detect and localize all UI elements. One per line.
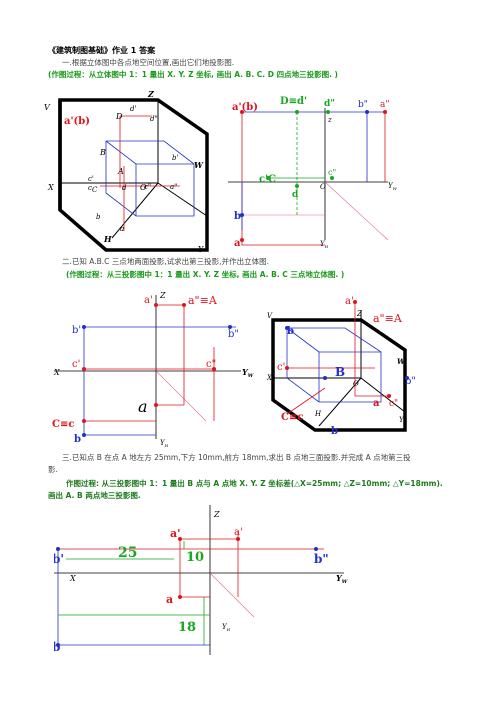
- f4-v-label: V: [267, 312, 273, 320]
- question-1-process: (作图过程：从立体图中 1：1 量出 X. Y. Z 坐标, 画出 A. B. …: [48, 70, 338, 79]
- f5-z-label: Z: [213, 510, 220, 519]
- f4-b-lower-label: b: [331, 426, 338, 437]
- f2-yh-label: YH: [320, 240, 329, 248]
- f1-a-double-prime-label: a": [170, 183, 177, 191]
- question-2-process: (作图过程：从三投影图中 1：1 量出 X. Y. Z 坐标, 画出 A. B.…: [66, 270, 345, 279]
- f5-dy-value: 18: [178, 620, 196, 635]
- f1-d-label: D: [115, 112, 123, 121]
- f2-z-label: z: [327, 116, 332, 124]
- f3-b-prime-label: b': [72, 325, 81, 336]
- f5-a-prime-label: a': [170, 527, 181, 540]
- f4-c-prime-label: c': [277, 362, 285, 373]
- f5-b-prime-label: b': [54, 552, 64, 566]
- f1-a-lower-label: a: [120, 225, 124, 233]
- f5-dx-value: 25: [118, 545, 137, 561]
- f4-y-label: Y: [399, 416, 405, 424]
- f4-a-prime-label: a': [345, 296, 354, 307]
- f3-b-double-prime-label: b": [228, 329, 239, 340]
- f4-z-label: Z: [356, 310, 362, 318]
- f3-yw-label: YW: [242, 367, 255, 379]
- question-3-process-line-2: 画出 A. B 两点地三投影图.: [48, 491, 141, 500]
- f5-yw-label: YW: [336, 573, 349, 585]
- f5-b-double-prime-label: b": [314, 552, 329, 566]
- f2-b-label: b: [234, 211, 241, 222]
- f4-a-label: a: [373, 398, 380, 409]
- f2-d-label: D≡d': [280, 96, 307, 107]
- figure-3-projection: a' Z a"≡A b' b" X c' c" YW a C≡c b YH: [52, 291, 255, 447]
- f3-z-label: Z: [159, 291, 166, 300]
- f2-c-double-prime-label: c": [328, 168, 336, 177]
- f1-w-label: W: [194, 160, 204, 170]
- f1-h-label: H: [103, 234, 112, 244]
- f5-dz-value: 10: [186, 550, 204, 565]
- f1-d-prime-label: d': [130, 105, 136, 113]
- f1-v-label: V: [44, 103, 51, 112]
- f4-a-double-prime-label: a"≡A: [373, 312, 403, 325]
- f2-a-label: a: [234, 238, 241, 248]
- f2-c-label: c'C: [259, 174, 276, 185]
- f1-d-double-prime-label: d": [150, 115, 158, 123]
- f5-a-label: a: [166, 593, 173, 606]
- f2-d-lower-label: d: [292, 190, 299, 200]
- f2-a-b-label: a'(b): [232, 102, 258, 113]
- f4-h-label: H: [314, 410, 322, 418]
- f3-c-prime-label: c': [72, 359, 80, 370]
- f3-a-prime-label: a': [144, 295, 153, 306]
- figure-4-pictorial: a' a"≡A V Z b X c' B O W b" a c" H C≡c Y…: [266, 296, 416, 437]
- f4-b-upper-label: B: [335, 365, 345, 379]
- f1-c-upper-label: C: [92, 186, 98, 194]
- f1-c-prime-label: c': [88, 175, 94, 183]
- f4-c-label: C≡c: [281, 412, 303, 423]
- f2-d-double-prime-label: d": [324, 99, 335, 109]
- f1-b-lower-label: b: [96, 213, 101, 221]
- f3-c-double-prime-label: c": [206, 359, 216, 370]
- f2-o-label: O: [320, 183, 326, 191]
- question-3-process-line-1: 作图过程: 从三投影图中 1：1 量出 B 点与 A 点地 X. Y. Z 坐标…: [66, 479, 443, 488]
- f1-x-label: X: [47, 183, 54, 192]
- figure-1-pictorial: V Z X Y H W O D d' d" B b' A d a" c' c C…: [44, 89, 209, 254]
- question-2-text: 二.已知 A.B.C 三点地两面投影,试求出第三投影,并作出立体图.: [62, 257, 269, 266]
- f1-z-label: Z: [147, 89, 155, 99]
- f1-a-b-label: a'(b): [64, 116, 90, 127]
- f3-b-label: b: [74, 434, 81, 445]
- question-1-text: 一.根据立体图中各点地空间位置,画出它们地投影图.: [62, 58, 235, 67]
- f4-c-double-prime-label: c": [389, 399, 398, 409]
- f2-b-double-prime-label: b": [358, 100, 368, 110]
- f1-a-upper-label: A: [117, 167, 124, 176]
- f4-o-label: O: [353, 380, 359, 388]
- f2-a-double-prime-label: a": [380, 100, 390, 110]
- f5-b-label: b: [54, 640, 60, 654]
- f4-x-label: X: [266, 374, 273, 382]
- question-3-text-line-2: 影.: [48, 465, 58, 474]
- f3-yh-label: YH: [160, 439, 169, 447]
- f5-a-double-prime-label: a': [234, 527, 243, 538]
- f2-yw-label: YW: [388, 182, 398, 191]
- f1-b-label: B: [99, 148, 106, 157]
- f3-x-label: X: [53, 368, 60, 377]
- figure-5-projection: Z a' a' b' b" X YW a YH b 25 10 18: [54, 505, 349, 655]
- f1-d-lower-label: d: [122, 184, 127, 192]
- f4-b-double-prime-label: b": [405, 376, 416, 387]
- f5-yh-label: YH: [222, 623, 231, 632]
- f5-x-label: X: [69, 574, 76, 583]
- f1-c-double-prime-label: c": [144, 183, 151, 191]
- f3-c-label: C≡c: [52, 419, 74, 430]
- f3-a-double-prime-label: a"≡A: [188, 294, 218, 307]
- f1-c-label: c: [88, 184, 92, 192]
- f1-y-label: Y: [198, 245, 204, 254]
- figure-2-projection: a'(b) D≡d' d" b" a" z c'C c" x O YW d b …: [228, 96, 398, 248]
- f4-w-label: W: [397, 357, 406, 366]
- f1-b-prime-label: b': [172, 154, 178, 162]
- f1-o-label: O: [140, 183, 147, 192]
- question-3-text-line-1: 三.已知点 B 在点 A 地左方 25mm,下方 10mm,前方 18mm,求出…: [62, 453, 411, 462]
- document-title: 《建筑制图基础》作业 1 答案: [48, 46, 156, 55]
- f4-b-label: b: [287, 326, 294, 337]
- f3-a-label: a: [138, 397, 148, 416]
